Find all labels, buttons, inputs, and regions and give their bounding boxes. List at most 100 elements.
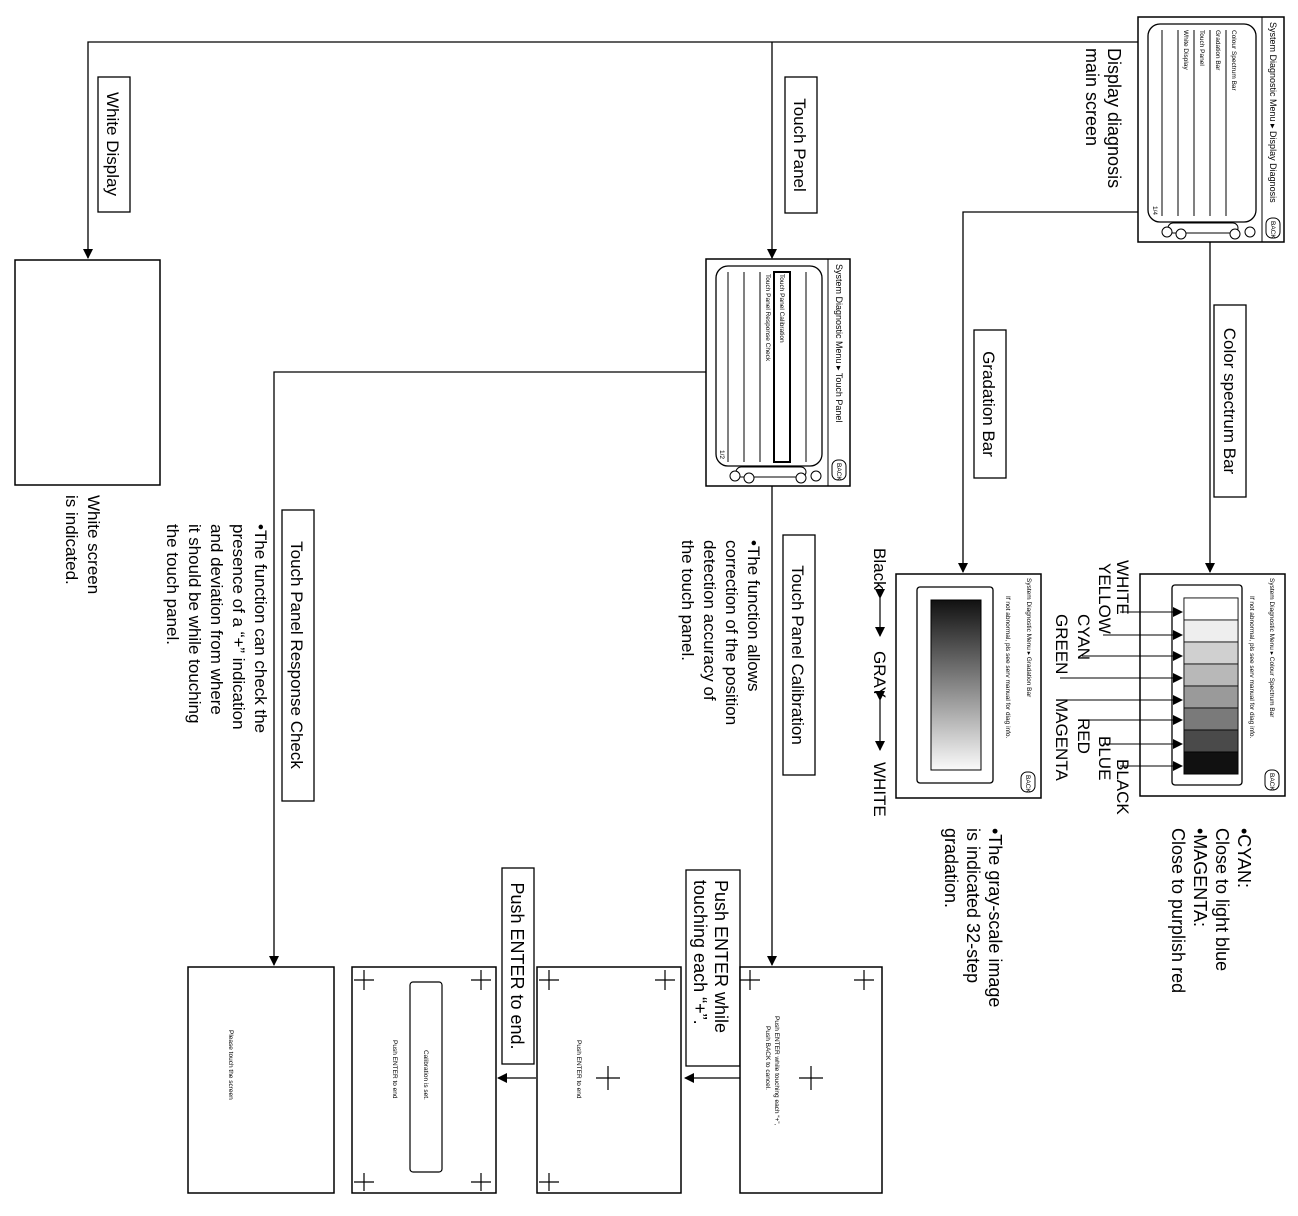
svg-text:detection accuracy of: detection accuracy of	[700, 540, 719, 701]
svg-text:the touch panel.: the touch panel.	[163, 524, 182, 645]
touch-menu-item[interactable]: Touch Panel Response Check	[759, 272, 771, 462]
svg-text:Black: Black	[870, 548, 889, 590]
svg-text:correction of the position: correction of the position	[722, 540, 741, 725]
main-nav-button[interactable]	[1175, 228, 1187, 240]
main-menu-item[interactable]: White Display	[1177, 30, 1189, 216]
svg-text:and deviation from where: and deviation from where	[207, 524, 226, 715]
calibration-screen-2: Push ENTER to end	[536, 966, 682, 1194]
svg-text:presence of a “+” indication: presence of a “+” indication	[229, 524, 248, 730]
svg-text:•CYAN:: •CYAN:	[1234, 828, 1254, 888]
main-menu-item[interactable]: Colour Spectrum Bar	[1225, 30, 1237, 216]
svg-text:WHITE: WHITE	[870, 762, 889, 817]
svg-text:Push ENTER to end: Push ENTER to end	[575, 1040, 582, 1099]
svg-text:is indicated 32-step: is indicated 32-step	[963, 828, 983, 983]
label-touch-panel-response-check: Touch Panel Response Check	[281, 509, 315, 802]
white-note: White screen is indicated.	[62, 495, 103, 594]
main-menu-item[interactable]: Touch Panel	[1193, 30, 1205, 216]
svg-text:•The gray-scale image: •The gray-scale image	[985, 828, 1005, 1007]
spectrum-band-cyan	[1183, 641, 1239, 665]
gradation-bar	[930, 599, 982, 771]
spectrum-back-button[interactable]	[1264, 769, 1280, 791]
svg-text:Close to purplish red: Close to purplish red	[1168, 828, 1188, 993]
svg-text:Gradation Bar: Gradation Bar	[979, 351, 998, 457]
touch-nav-button[interactable]	[810, 470, 822, 482]
color-label-cyan: CYAN	[1074, 614, 1093, 660]
spectrum-band-green	[1183, 663, 1239, 687]
svg-text:Color spectrum Bar: Color spectrum Bar	[1220, 328, 1239, 475]
spectrum-band-yellow	[1183, 619, 1239, 643]
touch-back-button[interactable]	[831, 459, 847, 481]
svg-text:•MAGENTA:: •MAGENTA:	[1190, 828, 1210, 927]
calibration-cross-icon	[471, 1173, 491, 1191]
label-color-spectrum-bar: Color spectrum Bar	[1213, 304, 1247, 498]
calibration-note: •The function allows correction of the p…	[678, 540, 763, 725]
color-label-yellow: YELLOW	[1095, 563, 1114, 634]
label-touch-panel: Touch Panel	[784, 76, 818, 214]
color-label-black: BLACK	[1113, 759, 1132, 815]
svg-text:touching each “+”.: touching each “+”.	[690, 880, 710, 1025]
svg-text:System Diagnostic Menu ▸ Colou: System Diagnostic Menu ▸ Colour Spectrum…	[1268, 578, 1275, 718]
svg-text:BACK: BACK	[1269, 221, 1276, 239]
svg-text:If not abnormal, pls see serv: If not abnormal, pls see serv manual for…	[1248, 596, 1255, 739]
svg-text:Push ENTER to end: Push ENTER to end	[391, 1040, 398, 1099]
main-nav-button[interactable]	[1229, 228, 1241, 240]
color-spectrum-screen: System Diagnostic Menu ▸ Colour Spectrum…	[1139, 573, 1286, 797]
svg-text:White Display: White Display	[1182, 30, 1189, 70]
svg-text:main screen: main screen	[1082, 48, 1102, 146]
touch-nav-button[interactable]	[729, 470, 741, 482]
main-nav-button[interactable]	[1161, 226, 1173, 238]
spectrum-band-white	[1183, 597, 1239, 621]
calibration-cross-icon	[354, 970, 374, 990]
main-menu-item[interactable]: Gradation Bar	[1209, 30, 1221, 216]
touch-panel-screen: System Diagnostic Menu ▸ Touch Panel BAC…	[705, 258, 851, 487]
main-nav-button[interactable]	[1244, 226, 1256, 238]
svg-text:System Diagnostic Menu ▸ Grada: System Diagnostic Menu ▸ Gradation Bar	[1025, 578, 1032, 698]
main-screen-title: System Diagnostic Menu ▸ Display Diagnos…	[1268, 22, 1278, 203]
color-label-magenta: MAGENTA	[1052, 698, 1071, 781]
gradation-back-button[interactable]	[1020, 771, 1036, 793]
svg-text:BACK: BACK	[1024, 775, 1031, 793]
svg-text:Close to light blue: Close to light blue	[1212, 828, 1232, 971]
label-white-display: White Display	[97, 76, 131, 213]
white-display-screen	[14, 259, 161, 486]
svg-text:is indicated.: is indicated.	[62, 495, 81, 585]
color-label-green: GREEN	[1052, 614, 1071, 674]
main-page-indicator: 1/4	[1151, 206, 1158, 215]
calibration-cross-icon	[539, 970, 559, 990]
svg-text:GRAY: GRAY	[870, 651, 889, 698]
color-label-blue: BLUE	[1095, 736, 1114, 780]
calibration-cross-icon	[354, 1173, 374, 1191]
calibration-cross-icon	[854, 970, 874, 990]
line-to-response	[269, 371, 706, 966]
svg-text:Gradation Bar: Gradation Bar	[1214, 30, 1221, 71]
svg-text:Please touch the screen: Please touch the screen	[227, 1030, 234, 1100]
svg-text:Touch Panel Response Check: Touch Panel Response Check	[764, 274, 771, 362]
touch-nav-button[interactable]	[743, 472, 755, 484]
calibration-cross-icon	[655, 970, 675, 990]
line-main-top	[83, 41, 1138, 259]
svg-text:White screen: White screen	[84, 495, 103, 594]
svg-text:Display diagnosis: Display diagnosis	[1104, 48, 1124, 188]
svg-text:White Display: White Display	[103, 92, 122, 196]
svg-text:Colour Spectrum Bar: Colour Spectrum Bar	[1230, 30, 1237, 92]
touch-menu-item[interactable]: Touch Panel Calibration	[773, 271, 791, 463]
svg-text:Touch Panel: Touch Panel	[1198, 30, 1205, 66]
touch-page-indicator: 1/2	[718, 450, 725, 459]
svg-text:gradation.: gradation.	[941, 828, 961, 908]
line-to-gradation	[958, 211, 1138, 573]
main-diagnosis-screen: System Diagnostic Menu ▸ Display Diagnos…	[1137, 16, 1285, 243]
calibration-screen-3: Calibration is set. Push ENTER to end	[351, 966, 497, 1194]
touch-nav-button[interactable]	[795, 472, 807, 484]
calibration-cross-icon	[596, 1066, 620, 1090]
svg-text:Push ENTER while touching each: Push ENTER while touching each “+”,	[773, 1016, 780, 1125]
spectrum-note: •CYAN: Close to light blue •MAGENTA: Clo…	[1168, 828, 1254, 993]
main-back-button[interactable]	[1265, 217, 1281, 239]
connectors	[83, 41, 1215, 1083]
color-label-red: RED	[1074, 718, 1093, 754]
calibration-set-box	[409, 981, 443, 1173]
calibration-screen-1: Push ENTER while touching each “+”, Push…	[739, 966, 883, 1194]
svg-text:BACK: BACK	[835, 463, 842, 481]
svg-text:it should be while touching: it should be while touching	[185, 524, 204, 723]
spectrum-band-red	[1183, 707, 1239, 731]
